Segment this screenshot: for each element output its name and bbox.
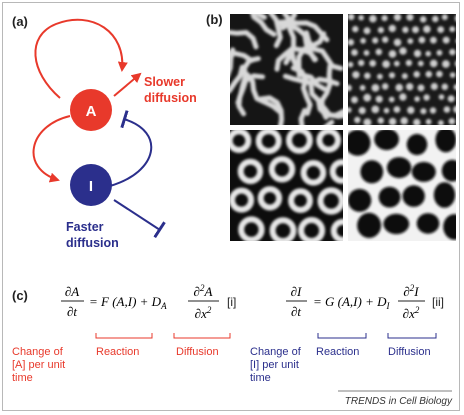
change-i-line3: time <box>250 372 271 384</box>
eq1-reaction-term: = F (A,I) + DA <box>89 294 167 311</box>
eq2-lhs-num: ∂I <box>291 284 302 299</box>
pattern-network <box>348 130 456 241</box>
reaction-a-label: Reaction <box>96 346 139 358</box>
diffusion-i-label: Diffusion <box>388 346 431 358</box>
change-i-line2: [I] per unit <box>250 359 299 371</box>
eq2-diff-num: ∂2I <box>403 283 419 299</box>
pattern-tiles <box>230 14 456 241</box>
node-i-label: I <box>89 178 93 195</box>
eq2-tag: [ii] <box>432 295 444 309</box>
faster-label-line2: diffusion <box>66 236 119 250</box>
eq2-lhs-den: ∂t <box>291 304 301 319</box>
eq1-tag: [i] <box>227 295 236 309</box>
pattern-spots <box>348 14 456 125</box>
equation-1: ∂A ∂t = F (A,I) + DA ∂2A ∂x2 [i] <box>61 283 236 321</box>
faster-label-line1: Faster <box>66 220 104 234</box>
node-a-label: A <box>86 103 97 120</box>
reaction-i-label: Reaction <box>316 346 359 358</box>
journal-footer: TRENDS in Cell Biology <box>345 396 453 407</box>
slower-label-line2: diffusion <box>144 91 197 105</box>
equation-annotations: Change of [A] per unit time Reaction Dif… <box>12 346 431 384</box>
eq2-diff-den: ∂x2 <box>403 305 420 321</box>
pattern-rings <box>230 130 343 241</box>
slower-label-line1: Slower <box>144 75 185 89</box>
panel-label-b: (b) <box>206 12 223 27</box>
equation-2: ∂I ∂t = G (A,I) + DI ∂2I ∂x2 [ii] <box>286 283 444 321</box>
eq1-diff-den: ∂x2 <box>195 305 212 321</box>
change-i-line1: Change of <box>250 346 302 358</box>
pattern-labyrinth <box>230 14 343 125</box>
activator-inhibitor-network: A I Slower diffusion Faster diffusion <box>32 18 197 250</box>
term-brackets <box>95 333 437 339</box>
eq1-lhs-num: ∂A <box>65 284 79 299</box>
change-a-line3: time <box>12 372 33 384</box>
diffusion-a-label: Diffusion <box>176 346 219 358</box>
change-a-line2: [A] per unit <box>12 359 65 371</box>
change-a-line1: Change of <box>12 346 64 358</box>
node-i <box>70 164 112 206</box>
eq1-lhs-den: ∂t <box>67 304 77 319</box>
faster-diffusion-line <box>113 199 166 239</box>
eq1-diff-num: ∂2A <box>194 283 213 299</box>
inhibits-activator-line <box>109 110 153 187</box>
panel-label-a: (a) <box>12 14 28 29</box>
panel-label-c: (c) <box>12 288 28 303</box>
slower-diffusion-arrow <box>113 72 142 97</box>
activates-inhibitor-arrow <box>32 115 71 183</box>
node-a <box>70 89 112 131</box>
figure-frame <box>2 2 460 411</box>
self-activation-arrow <box>34 18 128 99</box>
eq2-reaction-term: = G (A,I) + DI <box>313 294 391 311</box>
